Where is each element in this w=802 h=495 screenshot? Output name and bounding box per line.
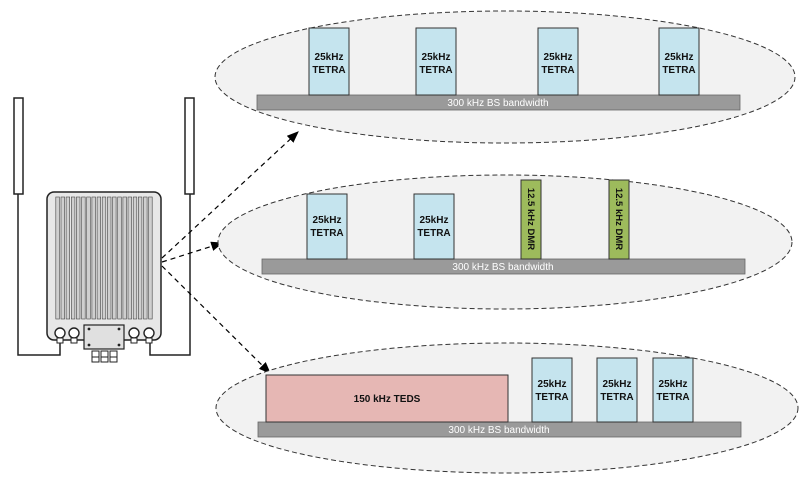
junction-box bbox=[83, 324, 125, 350]
cooling-fin bbox=[127, 196, 132, 320]
cooling-fin bbox=[112, 196, 117, 320]
channel-label-line1: 25kHz bbox=[420, 215, 449, 226]
channel-tetra bbox=[306, 193, 348, 260]
right-antenna-cable bbox=[149, 194, 191, 356]
connector-base bbox=[130, 337, 138, 344]
allocation-group-3: 300 kHz BS bandwidth 150 kHz TEDS 25kHz … bbox=[215, 342, 799, 474]
channel-label-line2: TETRA bbox=[600, 392, 633, 403]
arrow-to-group-1 bbox=[161, 131, 299, 259]
cooling-fin bbox=[81, 196, 86, 320]
cooling-fin bbox=[143, 196, 148, 320]
channel-tetra bbox=[658, 27, 700, 96]
cooling-fin bbox=[91, 196, 96, 320]
channel-label-line2: TETRA bbox=[417, 228, 450, 239]
channel-tetra bbox=[531, 357, 573, 423]
channel-teds bbox=[265, 374, 509, 423]
rf-connector-icon bbox=[143, 327, 155, 339]
connectors bbox=[54, 327, 155, 344]
bandwidth-bar-label: 300 kHz BS bandwidth bbox=[448, 425, 549, 436]
allocation-group-2: 300 kHz BS bandwidth 25kHz TETRA 25kHz T… bbox=[217, 174, 793, 310]
rf-connector-icon bbox=[54, 327, 66, 339]
channel-label-line1: 25kHz bbox=[665, 52, 694, 63]
connector-base bbox=[145, 337, 153, 344]
cooling-fin bbox=[132, 196, 138, 320]
cooling-fin bbox=[96, 196, 101, 320]
cooling-fin bbox=[117, 196, 122, 320]
cooling-fin bbox=[101, 196, 107, 320]
group-ellipse bbox=[214, 10, 796, 144]
channel-label-line2: TETRA bbox=[662, 65, 695, 76]
channel-label-line1: 25kHz bbox=[315, 52, 344, 63]
cooling-fin bbox=[122, 196, 127, 320]
bandwidth-bar-label: 300 kHz BS bandwidth bbox=[447, 98, 548, 109]
arrow-to-group-2 bbox=[161, 241, 224, 263]
channel-label-line1: 25kHz bbox=[422, 52, 451, 63]
connector-base bbox=[70, 337, 78, 344]
bandwidth-bar bbox=[261, 258, 746, 275]
cooling-fin bbox=[107, 196, 112, 320]
channel-label-line1: 25kHz bbox=[659, 379, 688, 390]
cooling-fin bbox=[60, 196, 65, 320]
channel-tetra bbox=[413, 193, 455, 260]
cooling-fin bbox=[71, 196, 76, 320]
group-ellipse bbox=[217, 174, 793, 310]
channel-tetra bbox=[596, 357, 638, 423]
channel-label-line2: TETRA bbox=[535, 392, 568, 403]
channel-dmr bbox=[520, 179, 542, 260]
arrows bbox=[161, 131, 299, 374]
channel-label-line1: 25kHz bbox=[603, 379, 632, 390]
cooling-fin bbox=[86, 196, 91, 320]
radio-base-station-icon bbox=[13, 97, 195, 363]
rf-connector-icon bbox=[68, 327, 80, 339]
bandwidth-bar bbox=[256, 94, 741, 111]
cooling-fin bbox=[55, 196, 60, 320]
connector-base bbox=[56, 337, 64, 344]
right-antenna bbox=[184, 97, 195, 195]
channel-label-line2: TETRA bbox=[312, 65, 345, 76]
left-antenna-cable bbox=[17, 194, 61, 356]
channel-dmr bbox=[608, 179, 630, 260]
channel-label-line1: 25kHz bbox=[544, 52, 573, 63]
channel-label-line2: TETRA bbox=[310, 228, 343, 239]
channel-label-vertical: 12.5 kHz DMR bbox=[525, 188, 536, 250]
channel-label-line2: TETRA bbox=[419, 65, 452, 76]
channel-tetra bbox=[415, 27, 457, 96]
left-antenna bbox=[13, 97, 24, 195]
channel-tetra bbox=[537, 27, 579, 96]
channel-label-vertical: 12.5 kHz DMR bbox=[613, 188, 624, 250]
cooling-fin bbox=[65, 196, 70, 320]
channel-label-line2: TETRA bbox=[541, 65, 574, 76]
rf-connector-icon bbox=[128, 327, 140, 339]
channel-label-line1: 25kHz bbox=[538, 379, 567, 390]
allocation-group-1: 300 kHz BS bandwidth 25kHz TETRA 25kHz T… bbox=[214, 10, 796, 144]
cooling-fins bbox=[55, 196, 153, 320]
arrow-to-group-3 bbox=[161, 265, 271, 374]
cooling-fin bbox=[76, 196, 81, 320]
cooling-fin bbox=[138, 196, 143, 320]
channel-label-line2: TETRA bbox=[656, 392, 689, 403]
channel-tetra bbox=[308, 27, 350, 96]
channel-label: 150 kHz TEDS bbox=[354, 394, 421, 405]
bandwidth-bar-label: 300 kHz BS bandwidth bbox=[452, 262, 553, 273]
cooling-fin bbox=[148, 196, 153, 320]
channel-tetra bbox=[652, 357, 694, 423]
channel-label-line1: 25kHz bbox=[313, 215, 342, 226]
